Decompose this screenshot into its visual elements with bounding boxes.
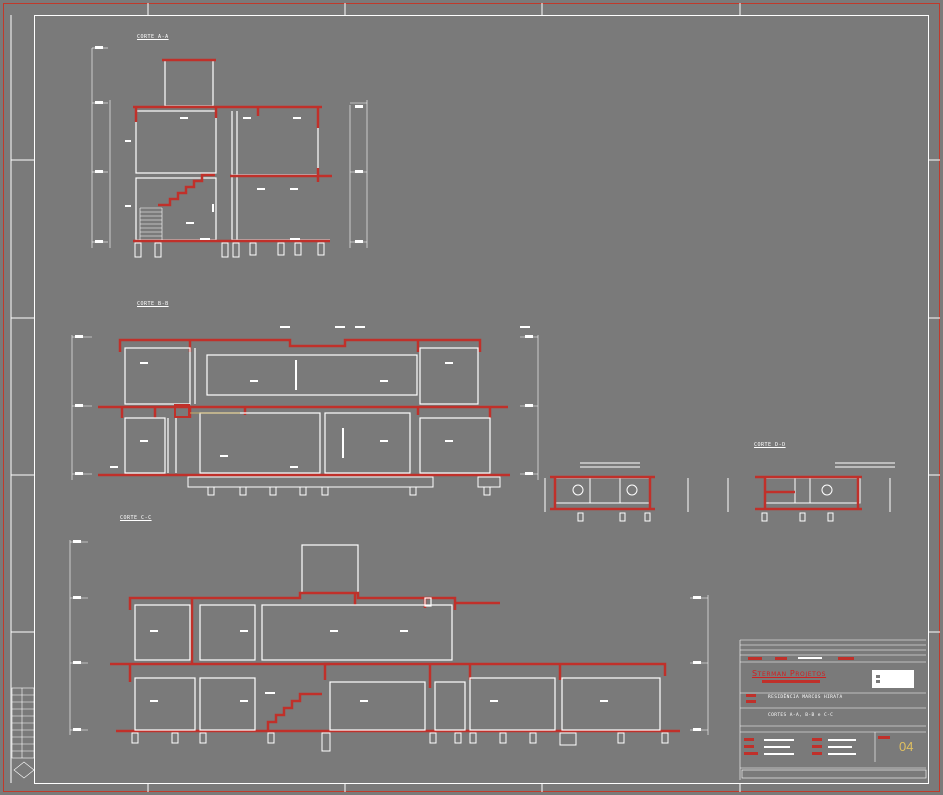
title-block-firm-name: Sterman Projetos	[752, 669, 827, 678]
section-d-drawing	[727, 462, 895, 522]
section-a-drawing	[91, 46, 368, 258]
section-b-title: CORTE B-B	[137, 301, 169, 307]
title-block-project-name: RESIDÊNCIA MARCOS HIRATA	[768, 695, 843, 700]
zone-ticks	[11, 3, 940, 792]
section-small-drawing	[544, 462, 689, 522]
section-c-title: CORTE C-C	[120, 515, 152, 521]
sheet-inner-frame	[34, 15, 929, 784]
title-block-sheet-number: 04	[899, 739, 914, 754]
section-a-title: CORTE A-A	[137, 34, 169, 40]
section-c-drawing	[69, 540, 709, 752]
left-stamp-table	[11, 687, 35, 779]
sheet-outer-border	[3, 3, 940, 792]
section-d-title: CORTE D-D	[754, 442, 786, 448]
section-b-drawing	[71, 326, 539, 496]
title-block-sheet-content: CORTES A-A, B-B e C-C	[768, 713, 834, 718]
title-block-frame	[739, 639, 927, 780]
